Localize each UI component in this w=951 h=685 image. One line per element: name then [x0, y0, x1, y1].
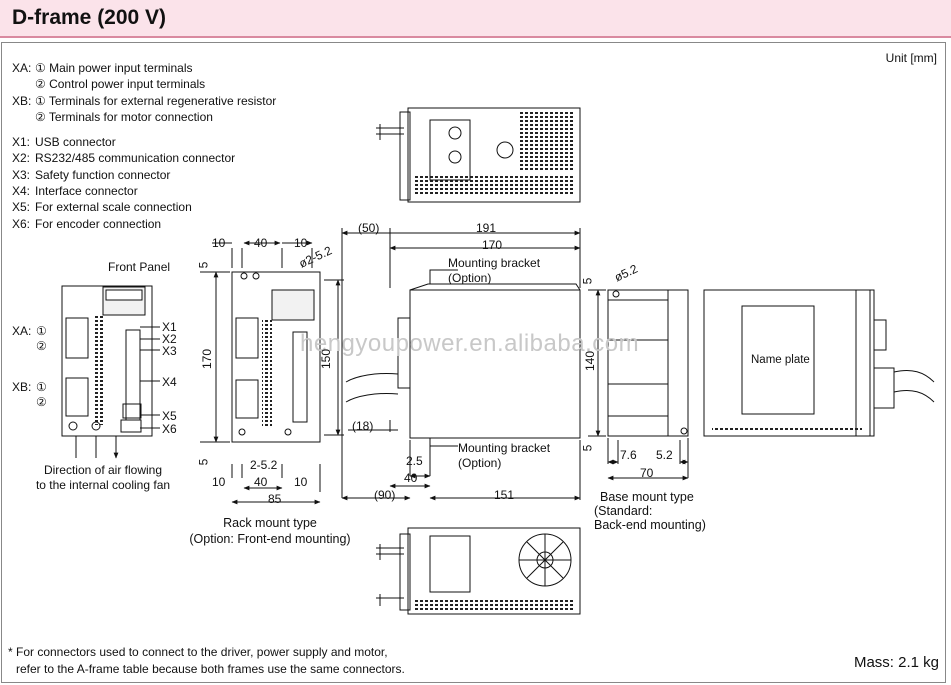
- legend-row: X1:USB connector: [12, 135, 116, 150]
- connector-legend: XA:① Main power input terminals ② Contro…: [12, 60, 276, 232]
- dim-10-bottom-right: 10: [294, 475, 308, 489]
- x5-label: X5: [162, 409, 177, 423]
- dim-7.6: 7.6: [620, 448, 637, 462]
- legend-row: X4:Interface connector: [12, 184, 138, 199]
- dim-170: 170: [200, 348, 215, 370]
- legend-row: X3:Safety function connector: [12, 167, 171, 182]
- dim-10-top-left: 10: [212, 236, 226, 250]
- dim-5-top: 5: [196, 261, 211, 269]
- x2-label: X2: [162, 332, 177, 346]
- dim-90: (90): [374, 488, 396, 502]
- bottom-view-drawing: [376, 527, 581, 615]
- dim-50: (50): [358, 221, 380, 235]
- x4-label: X4: [162, 375, 177, 389]
- legend-row: ② Control power input terminals: [35, 77, 206, 92]
- dim-70: 70: [640, 466, 654, 480]
- mounting-bracket-bottom: Mounting bracket: [458, 441, 551, 455]
- rack-caption-1: Rack mount type: [223, 516, 317, 530]
- dim-85: 85: [268, 492, 282, 506]
- x3-label: X3: [162, 344, 177, 358]
- unit-label: Unit [mm]: [885, 51, 937, 65]
- side-view-drawing: [341, 228, 581, 501]
- page-title: D-frame (200 V): [12, 6, 167, 29]
- dim-10-top-right: 10: [294, 236, 308, 250]
- dim-2.5: 2.5: [406, 454, 423, 468]
- mass-label: Mass: 2.1 kg: [853, 654, 939, 671]
- dim-18: (18): [352, 419, 374, 433]
- legend-row: XA:① Main power input terminals: [12, 61, 193, 75]
- footnote-line-1: * For connectors used to connect to the …: [8, 645, 388, 659]
- drawing-frame: [1, 42, 946, 683]
- base-caption-1: Base mount type: [600, 490, 694, 504]
- dim-5-base-bottom: 5: [580, 444, 595, 452]
- option-top: (Option): [448, 271, 492, 285]
- dim-5-bottom: 5: [196, 458, 211, 466]
- airflow-caption-2: to the internal cooling fan: [35, 478, 171, 492]
- footnote-line-2: refer to the A-frame table because both …: [16, 662, 405, 676]
- dim-140: 140: [583, 350, 598, 372]
- x1-label: X1: [162, 320, 177, 334]
- footnote: * For connectors used to connect to the …: [8, 644, 405, 678]
- xb-terminal-2: ②: [36, 395, 47, 409]
- legend-row: X2:RS232/485 communication connector: [12, 151, 236, 166]
- dim-40-side: 40: [404, 471, 418, 485]
- dim-5.2: 5.2: [656, 448, 673, 462]
- dim-170-side: 170: [482, 238, 503, 252]
- xa-terminal-2: ②: [36, 339, 47, 353]
- legend-row: X6:For encoder connection: [12, 216, 162, 231]
- front-view-drawing: [61, 285, 160, 458]
- name-plate-label: Name plate: [751, 354, 810, 366]
- dim-2-5.2: 2-5.2: [250, 458, 278, 472]
- xa-terminal-1: ①: [36, 324, 47, 338]
- dim-5-base-top: 5: [580, 277, 595, 285]
- dim-40-top: 40: [254, 236, 268, 250]
- front-panel-label: Front Panel: [108, 260, 171, 274]
- dim-10-bottom-left: 10: [212, 475, 226, 489]
- dim-150: 150: [319, 348, 334, 370]
- xa-label: XA:: [12, 324, 32, 338]
- xb-terminal-1: ①: [36, 380, 47, 394]
- rack-mount-drawing: [200, 243, 344, 505]
- dim-40-bottom: 40: [254, 475, 268, 489]
- back-view-drawing: [703, 289, 935, 437]
- top-view-drawing: [376, 107, 581, 203]
- xb-label: XB:: [12, 380, 32, 394]
- mounting-bracket-top: Mounting bracket: [448, 256, 541, 270]
- base-mount-drawing: [588, 289, 689, 481]
- airflow-caption-1: Direction of air flowing: [43, 463, 163, 477]
- rack-caption-2: (Option: Front-end mounting): [189, 532, 351, 546]
- watermark: hengyoupower.en.alibaba.com: [300, 330, 640, 357]
- dim-191: 191: [476, 221, 497, 235]
- legend-row: ② Terminals for motor connection: [35, 109, 213, 124]
- option-bottom: (Option): [458, 456, 502, 470]
- base-caption-3: Back-end mounting): [594, 518, 706, 532]
- x6-label: X6: [162, 422, 177, 436]
- title-bar: D-frame (200 V): [0, 0, 951, 38]
- legend-row: X5:For external scale connection: [12, 200, 192, 215]
- legend-row: XB:① Terminals for external regenerative…: [12, 93, 277, 108]
- base-caption-2: (Standard:: [594, 504, 653, 518]
- dim-151: 151: [494, 488, 515, 502]
